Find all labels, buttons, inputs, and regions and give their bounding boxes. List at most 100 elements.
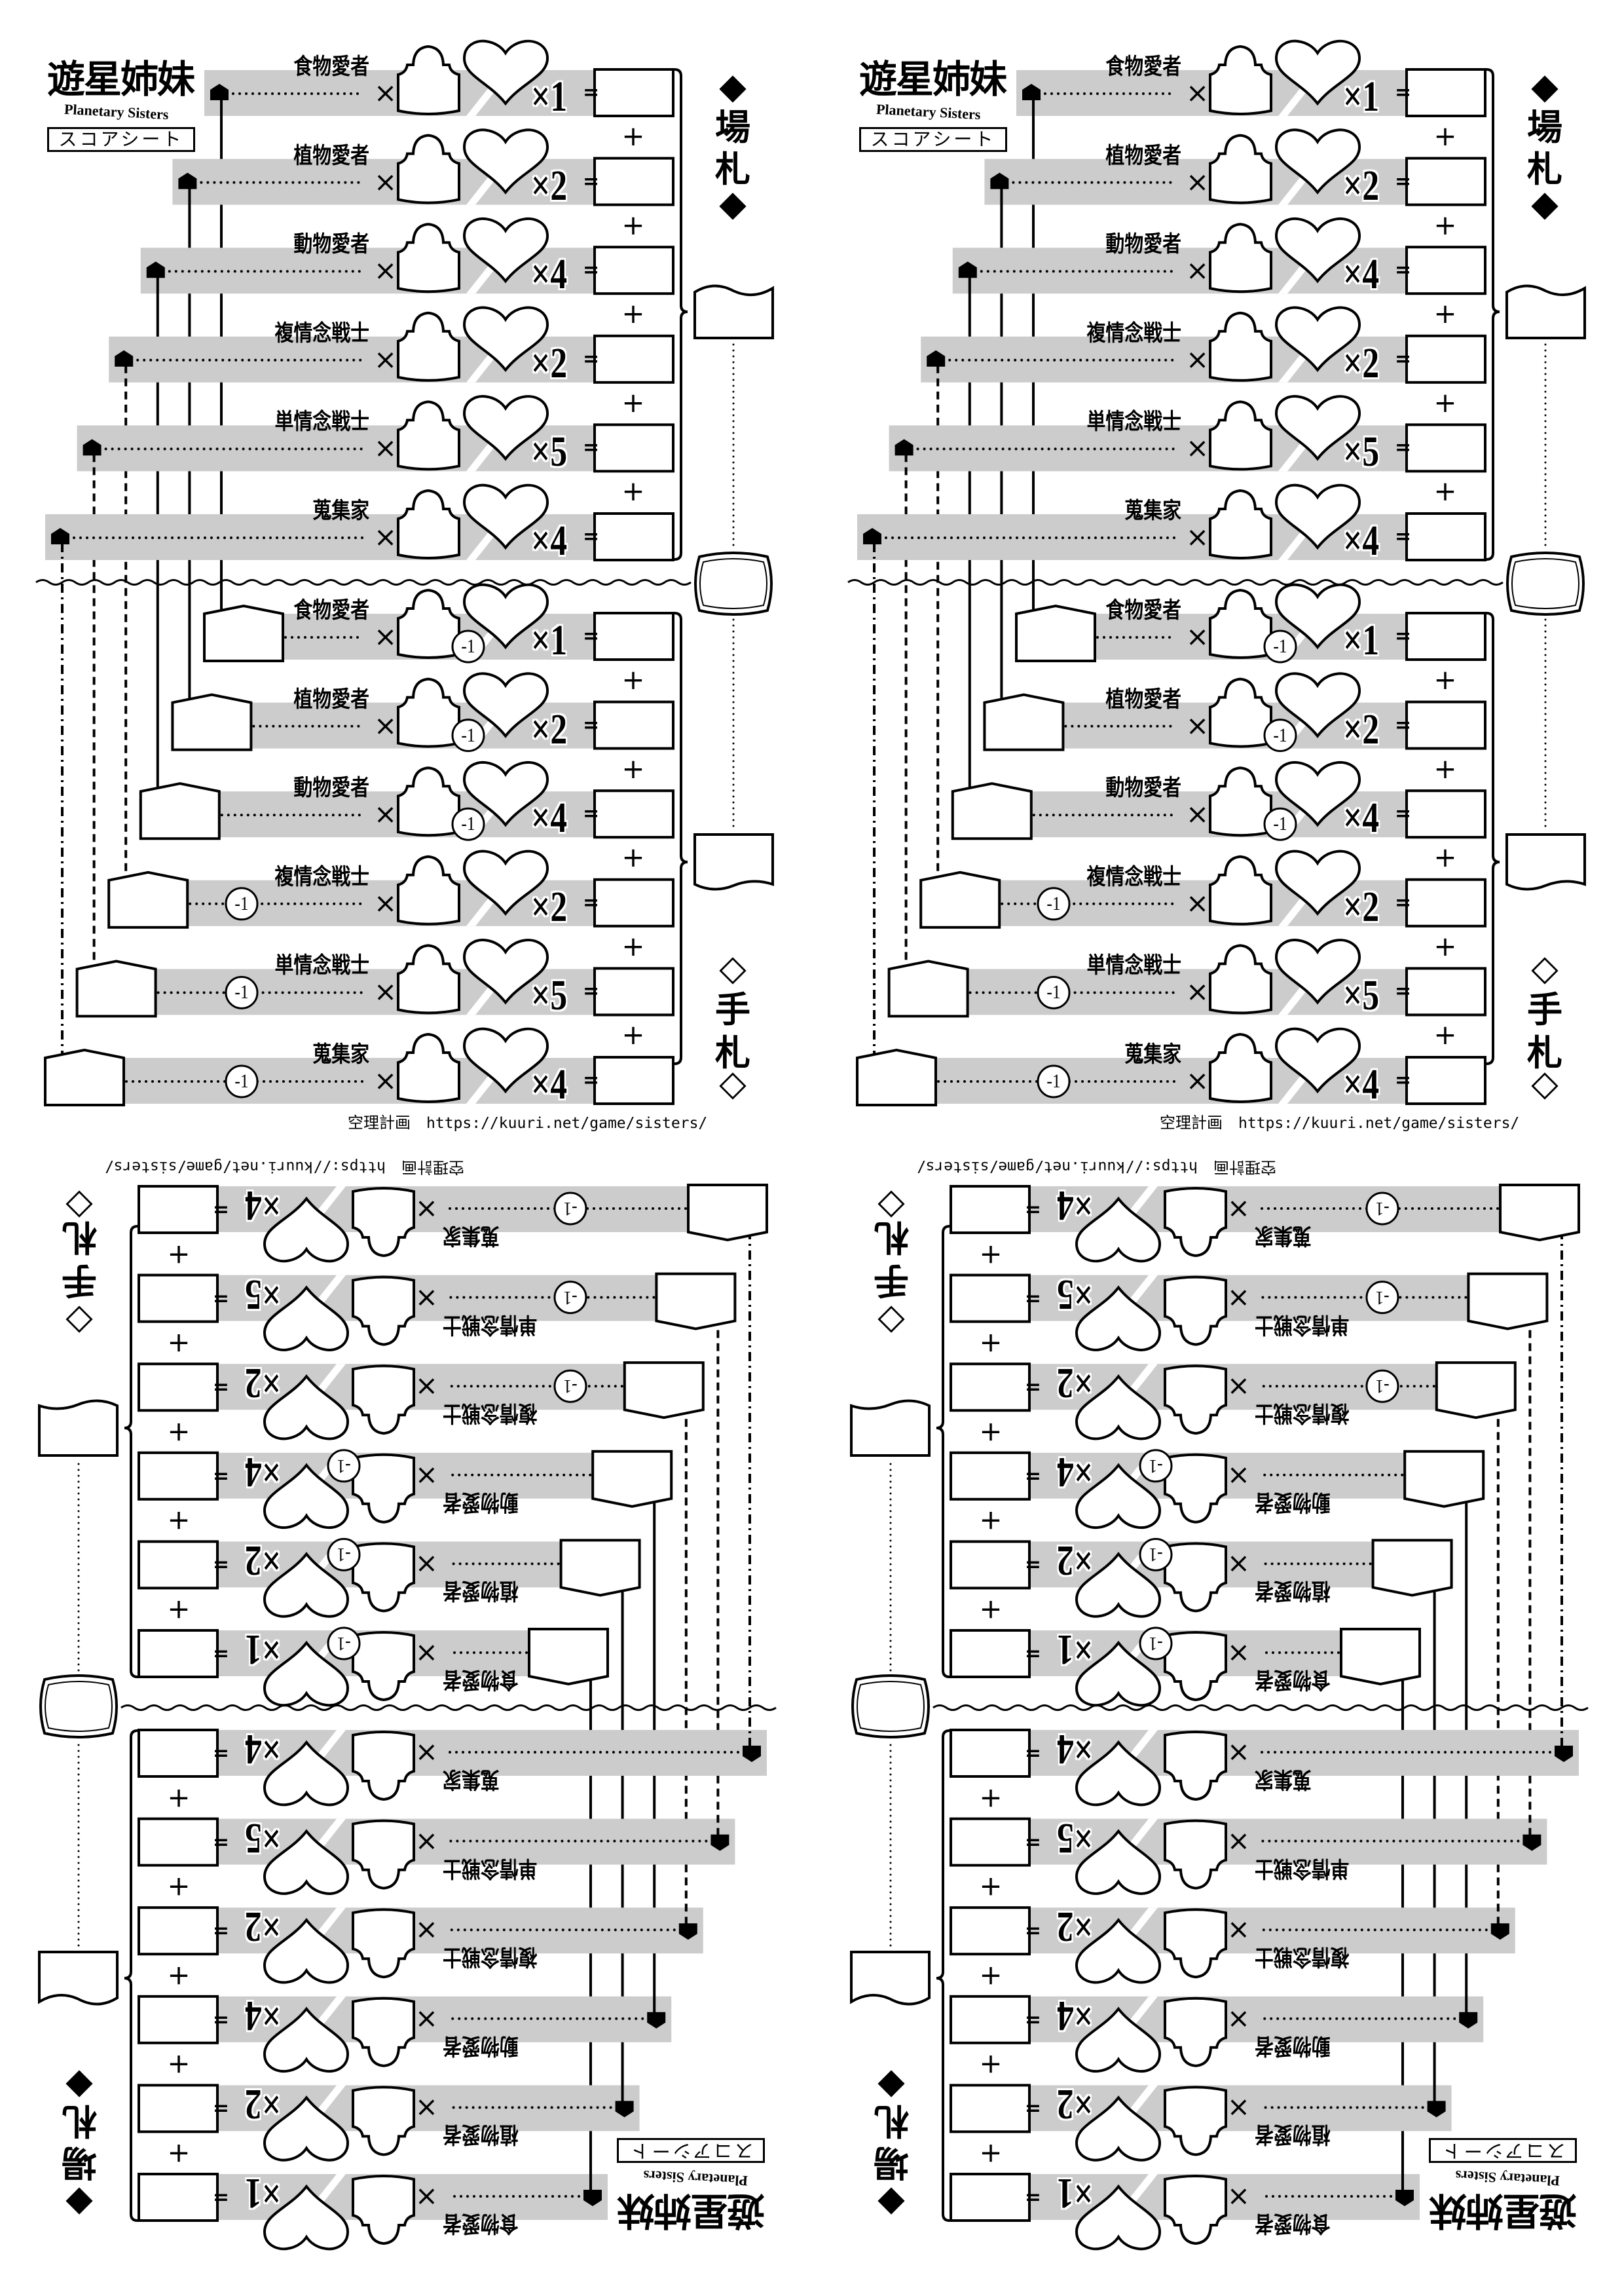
score-box: [138, 1540, 219, 1590]
multiplier: ×5: [1056, 1814, 1093, 1862]
heart-icon: [1274, 939, 1361, 1005]
heart-icon: [1075, 1640, 1162, 1707]
multiplier: ×2: [244, 1537, 281, 1585]
stripe: [312, 1364, 346, 1396]
brace: [936, 1729, 950, 2222]
multiplier: ×5: [1056, 1270, 1093, 1319]
row-label: 単情念戦士: [443, 1854, 538, 1881]
times-sign: ×: [374, 886, 397, 919]
hand-section-mark: 札: [1527, 1032, 1562, 1074]
stripe: [1124, 1275, 1158, 1307]
stripe: [312, 1730, 346, 1761]
plus-sign: +: [167, 1239, 191, 1271]
plus-sign: +: [1433, 841, 1457, 874]
cup-icon: [352, 1187, 415, 1258]
multiplier: ×1: [244, 1626, 281, 1674]
marker-icon: [958, 261, 977, 278]
stripe: [466, 983, 500, 1015]
minus-one-label: -1: [1149, 1633, 1163, 1655]
score-box: [950, 1451, 1031, 1501]
row-label: 単情念戦士: [274, 409, 370, 436]
plus-sign: +: [979, 1782, 1003, 1815]
multiplier: ×2: [1056, 1537, 1093, 1585]
row-label: 複情念戦士: [274, 863, 370, 890]
minus-one-badge: [327, 1626, 361, 1661]
minus-one-badge: [1365, 1281, 1399, 1315]
multiplier: ×4: [244, 1725, 281, 1773]
times-sign: ×: [374, 77, 397, 109]
times-sign: ×: [415, 1549, 438, 1581]
plus-sign: +: [979, 1505, 1003, 1538]
plus-sign: +: [1433, 120, 1457, 152]
card-outline-icon: [75, 960, 157, 1018]
card-outline-icon: [1371, 1539, 1453, 1597]
heart-icon: [1274, 672, 1361, 738]
stripe: [466, 173, 500, 205]
stripe: [1124, 1730, 1158, 1761]
heart-icon: [462, 483, 549, 550]
card-outline-icon: [623, 1361, 705, 1419]
stripe: [466, 350, 500, 383]
marker-icon: [927, 350, 946, 367]
equals-sign: =: [1395, 891, 1412, 914]
field-section-mark: 札: [62, 2100, 97, 2142]
hand-section-mark: ◇: [877, 1302, 905, 1343]
score-sheet: 食物愛者××1=+植物愛者××2=+動物愛者××4=+複情念戦士××2=+単情念…: [0, 0, 812, 1145]
plus-sign: +: [1433, 664, 1457, 696]
heart-icon: [1075, 1196, 1162, 1263]
equals-sign: =: [212, 1919, 229, 1943]
score-box: [593, 246, 674, 295]
field-section-mark: ◆: [719, 182, 747, 224]
cup-icon: [397, 677, 460, 748]
score-box: [138, 1729, 219, 1778]
field-card-icon: [850, 1951, 931, 2006]
row-label: 単情念戦士: [274, 952, 370, 979]
equals-sign: =: [212, 1830, 229, 1854]
card-outline-icon: [687, 1184, 768, 1242]
equals-sign: =: [1024, 1642, 1041, 1665]
marker-icon: [1022, 84, 1041, 100]
score-box: [593, 1056, 674, 1105]
heart-icon: [1274, 39, 1361, 106]
row-label: 植物愛者: [1255, 1577, 1331, 1604]
times-sign: ×: [1227, 1638, 1250, 1670]
times-sign: ×: [1186, 521, 1209, 553]
equals-sign: =: [212, 2186, 229, 2209]
stripe: [1124, 2085, 1158, 2117]
equals-sign: =: [212, 1642, 229, 1665]
card-outline-icon: [1435, 1361, 1517, 1419]
equals-sign: =: [583, 436, 600, 460]
heart-icon: [1274, 483, 1361, 550]
cup-icon: [1209, 766, 1272, 837]
marker-icon: [678, 1923, 697, 1940]
heart-icon: [462, 850, 549, 916]
cup-icon: [1164, 1275, 1227, 1346]
stripe: [1124, 1364, 1158, 1396]
footer-url: https://kuuri.net/game/sisters/: [104, 1158, 386, 1175]
multiplier: ×4: [244, 1182, 281, 1229]
marker-icon: [146, 261, 165, 278]
minus-one-badge: [1263, 719, 1297, 753]
hand-section-mark: 手: [1527, 988, 1562, 1030]
brace: [674, 612, 688, 1065]
field-section-mark: ◆: [877, 2183, 905, 2225]
multiplier: ×4: [1056, 1725, 1093, 1773]
ornate-card-icon: [851, 1674, 930, 1738]
heart-icon: [1075, 2184, 1162, 2251]
field-section-mark: ◆: [877, 2066, 905, 2108]
equals-sign: =: [583, 802, 600, 826]
multiplier: ×1: [1056, 1626, 1093, 1674]
row-label: 蒐集家: [312, 1042, 369, 1068]
marker-icon: [83, 439, 101, 456]
stripe: [1278, 529, 1312, 560]
multiplier: ×4: [1343, 1061, 1380, 1108]
hand-card-icon: [850, 1399, 931, 1457]
footer-credit: 空理計画: [348, 1114, 411, 1132]
times-sign: ×: [415, 1193, 438, 1226]
plus-sign: +: [621, 120, 645, 152]
plus-sign: +: [167, 1594, 191, 1626]
minus-one-badge: [451, 807, 485, 841]
heart-icon: [462, 1027, 549, 1094]
cup-icon: [397, 766, 460, 837]
sheet-label: スコアシート: [1429, 2138, 1577, 2163]
